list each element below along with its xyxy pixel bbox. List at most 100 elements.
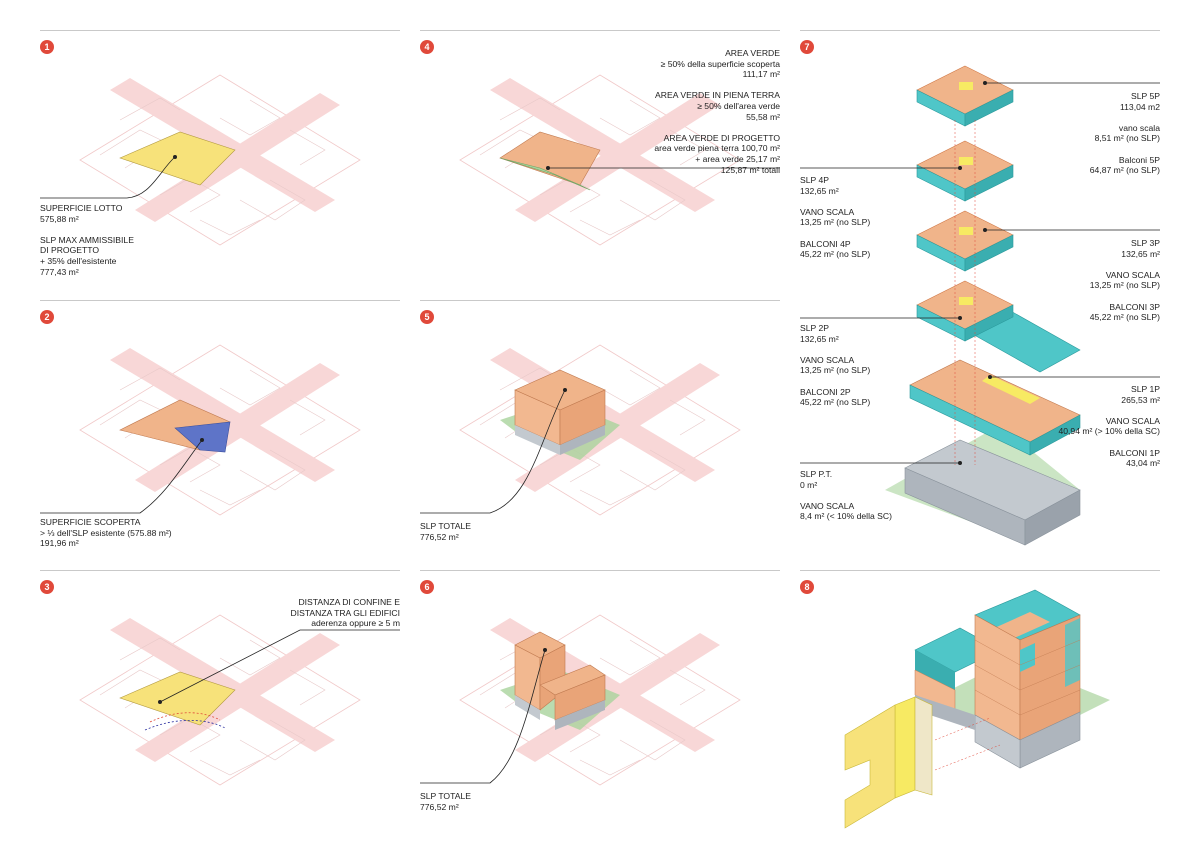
balconies-2p-title: BALCONI 2P bbox=[800, 386, 851, 397]
stair-5p-title: vano scala bbox=[1118, 122, 1160, 133]
lot-value: 575,88 m² bbox=[40, 213, 79, 224]
stair-5p-value: 8,51 m² (no SLP) bbox=[1094, 133, 1160, 144]
green-ground-value: 55,58 m² bbox=[746, 111, 780, 122]
slp-pt-title: SLP P.T. bbox=[800, 469, 833, 479]
stair-1p-title: VANO SCALA bbox=[1105, 415, 1160, 426]
green-project-total: 125,87 m² totali bbox=[720, 164, 780, 175]
site-plan-4 bbox=[459, 74, 741, 246]
divider bbox=[420, 30, 780, 31]
step-number-1: 1 bbox=[40, 40, 54, 54]
slp-title-2: DI PROGETTO bbox=[40, 245, 100, 256]
balconies-3p-title: BALCONI 3P bbox=[1109, 301, 1160, 312]
stair-4p-title: VANO SCALA bbox=[800, 206, 855, 217]
site-plan-3 bbox=[79, 614, 361, 786]
panel-3-caption: DISTANZA DI CONFINE E DISTANZA TRA GLI E… bbox=[290, 597, 400, 629]
green-ground-note: ≥ 50% dell'area verde bbox=[697, 100, 780, 111]
step-number-3: 3 bbox=[40, 580, 54, 594]
slp-2p-title: SLP 2P bbox=[800, 323, 829, 333]
open-area-title: SUPERFICIE SCOPERTA bbox=[40, 517, 141, 527]
panel-5-caption: SLP TOTALE 776,52 m² bbox=[420, 521, 471, 542]
balconies-5p-title: Balconi 5P bbox=[1118, 154, 1160, 165]
floor-3-caption: SLP 3P 132,65 m² VANO SCALA 13,25 m² (no… bbox=[1090, 238, 1160, 323]
slp-4p-value: 132,65 m² bbox=[800, 185, 839, 196]
balconies-2p-value: 45,22 m² (no SLP) bbox=[800, 397, 871, 408]
open-area-value: 191,96 m² bbox=[40, 538, 79, 549]
leader-lines-7 bbox=[800, 82, 1160, 464]
slp-total-title: SLP TOTALE bbox=[420, 521, 471, 531]
lot-area bbox=[119, 131, 236, 186]
ground-floor-caption: SLP P.T. 0 m² VANO SCALA 8,4 m² (< 10% d… bbox=[800, 469, 892, 522]
stair-core-exploded bbox=[844, 696, 933, 829]
site-plan-2 bbox=[79, 344, 361, 516]
step-number-5: 5 bbox=[420, 310, 434, 324]
balconies-4p-value: 45,22 m² (no SLP) bbox=[800, 249, 871, 260]
balconies-1p-value: 43,04 m² bbox=[1126, 458, 1160, 469]
building-massing bbox=[514, 631, 606, 730]
slp-2p-value: 132,65 m² bbox=[800, 333, 839, 344]
floor-1 bbox=[909, 359, 1081, 456]
green-title: AREA VERDE bbox=[725, 48, 780, 58]
divider bbox=[40, 300, 400, 301]
slp-3p-value: 132,65 m² bbox=[1121, 248, 1160, 259]
step-number-2: 2 bbox=[40, 310, 54, 324]
floor-4-slab bbox=[916, 140, 1014, 202]
divider bbox=[40, 30, 400, 31]
stair-1p-value: 40,94 m² (> 10% della SC) bbox=[1058, 426, 1160, 437]
floor-1-caption: SLP 1P 265,53 m² VANO SCALA 40,94 m² (> … bbox=[1058, 384, 1160, 469]
step-number-6: 6 bbox=[420, 580, 434, 594]
stair-3p-title: VANO SCALA bbox=[1105, 269, 1160, 280]
stair-2p-title: VANO SCALA bbox=[800, 354, 855, 365]
building-massing bbox=[514, 369, 606, 455]
slp-5p-title: SLP 5P bbox=[1131, 91, 1160, 101]
panel-6-caption: SLP TOTALE 776,52 m² bbox=[420, 791, 471, 812]
slp-note: + 35% dell'esistente bbox=[40, 255, 117, 266]
distance-title-2: DISTANZA TRA GLI EDIFICI bbox=[290, 607, 400, 618]
divider bbox=[40, 570, 400, 571]
slp-pt-value: 0 m² bbox=[800, 479, 818, 490]
open-area bbox=[174, 421, 231, 453]
step-number-7: 7 bbox=[800, 40, 814, 54]
slp-5p-value: 113,04 m2 bbox=[1120, 101, 1160, 112]
panel-2-caption: SUPERFICIE SCOPERTA > ⅓ dell'SLP esisten… bbox=[40, 517, 172, 549]
exploded-axonometric bbox=[885, 65, 1081, 546]
green-project-line-1: area verde piena terra 100,70 m² bbox=[654, 143, 780, 154]
lot-title: SUPERFICIE LOTTO bbox=[40, 203, 123, 213]
stair-pt-title: VANO SCALA bbox=[800, 500, 855, 511]
leader-line bbox=[40, 156, 176, 199]
floor-5-caption: SLP 5P 113,04 m2 vano scala 8,51 m² (no … bbox=[1090, 91, 1160, 176]
step-number-4: 4 bbox=[420, 40, 434, 54]
divider bbox=[420, 300, 780, 301]
slp-4p-title: SLP 4P bbox=[800, 175, 829, 185]
floor-3-slab bbox=[916, 210, 1014, 272]
green-ground-title: AREA VERDE IN PIENA TERRA bbox=[655, 90, 780, 101]
balconies-4p-title: BALCONI 4P bbox=[800, 238, 851, 249]
slp-total-value: 776,52 m² bbox=[420, 801, 459, 812]
green-project-line-2: + area verde 25,17 m² bbox=[695, 153, 780, 164]
final-building-axonometric bbox=[844, 589, 1110, 829]
stair-2p-value: 13,25 m² (no SLP) bbox=[800, 365, 871, 376]
stair-pt-value: 8,4 m² (< 10% della SC) bbox=[800, 511, 892, 522]
balconies-3p-value: 45,22 m² (no SLP) bbox=[1089, 312, 1160, 323]
slp-total-title: SLP TOTALE bbox=[420, 791, 471, 801]
slp-1p-value: 265,53 m² bbox=[1121, 394, 1160, 405]
stair-4p-value: 13,25 m² (no SLP) bbox=[800, 217, 871, 228]
stair-3p-value: 13,25 m² (no SLP) bbox=[1089, 280, 1160, 291]
distance-title: DISTANZA DI CONFINE E bbox=[298, 597, 400, 607]
balconies-5p-value: 64,87 m² (no SLP) bbox=[1089, 165, 1160, 176]
distance-note: aderenza oppure ≥ 5 m bbox=[311, 618, 400, 629]
green-project-title: AREA VERDE DI PROGETTO bbox=[663, 132, 780, 143]
floor-5-slab bbox=[916, 65, 1014, 127]
slp-value: 777,43 m² bbox=[40, 266, 79, 277]
slp-total-value: 776,52 m² bbox=[420, 531, 459, 542]
site-plan-6 bbox=[459, 614, 741, 786]
ground-floor bbox=[904, 439, 1081, 546]
open-area-note: > ⅓ dell'SLP esistente (575.88 m²) bbox=[40, 527, 172, 538]
site-plan-5 bbox=[459, 344, 741, 516]
slp-title: SLP MAX AMMISSIBILE bbox=[40, 234, 134, 245]
green-note: ≥ 50% della superficie scoperta bbox=[660, 58, 780, 69]
floor-2-caption: SLP 2P 132,65 m² VANO SCALA 13,25 m² (no… bbox=[800, 323, 870, 408]
slp-1p-title: SLP 1P bbox=[1131, 384, 1160, 394]
step-number-8: 8 bbox=[800, 580, 814, 594]
floor-4-caption: SLP 4P 132,65 m² VANO SCALA 13,25 m² (no… bbox=[800, 175, 870, 260]
